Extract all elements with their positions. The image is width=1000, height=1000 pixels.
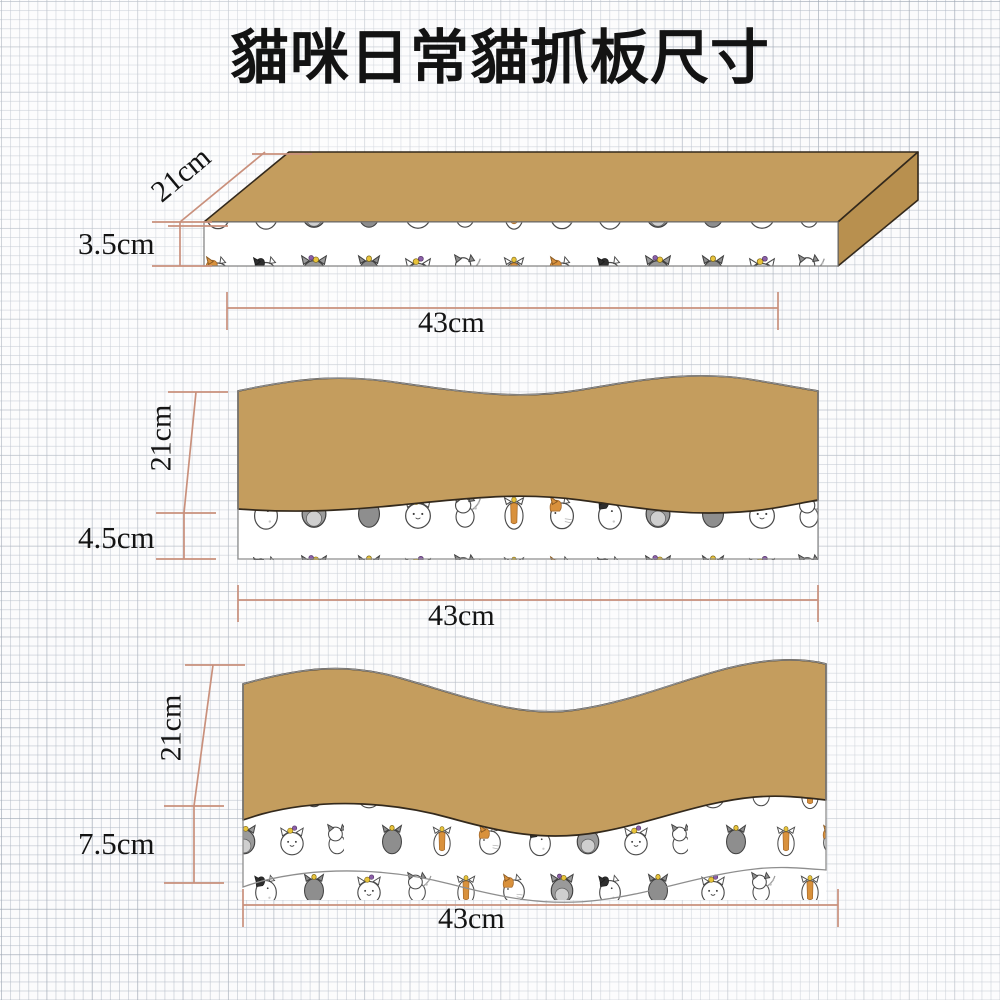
label-flat-board-width: 43cm xyxy=(418,306,485,339)
wave3-dimensions xyxy=(164,664,839,927)
product-wave-board-deep xyxy=(242,659,827,903)
flat-board-top-face xyxy=(203,151,919,223)
wave2-brown-face xyxy=(237,374,819,514)
wave2-outline xyxy=(237,375,819,560)
dim-line-depth-21cm-3 xyxy=(193,664,214,807)
label-wave3-height: 7.5cm xyxy=(78,826,155,861)
label-wave2-height: 4.5cm xyxy=(78,520,155,555)
wave2-dimensions xyxy=(156,391,819,622)
product-wave-board-shallow xyxy=(237,374,819,560)
label-flat-board-height: 3.5cm xyxy=(78,226,155,261)
page-title: 貓咪日常貓抓板尺寸 xyxy=(229,23,770,92)
label-wave2-width: 43cm xyxy=(428,599,495,632)
product-flat-board xyxy=(203,151,919,267)
label-wave2-depth: 21cm xyxy=(144,404,178,472)
dim-line-depth-21cm xyxy=(179,151,266,223)
wave3-outline xyxy=(242,659,827,903)
label-wave3-depth: 21cm xyxy=(154,694,188,762)
label-wave3-width: 43cm xyxy=(438,902,505,935)
flat-board-dimensions xyxy=(152,151,779,330)
dim-line-depth-21cm-2 xyxy=(183,391,197,514)
flat-board-cat-pattern-band xyxy=(203,221,839,267)
